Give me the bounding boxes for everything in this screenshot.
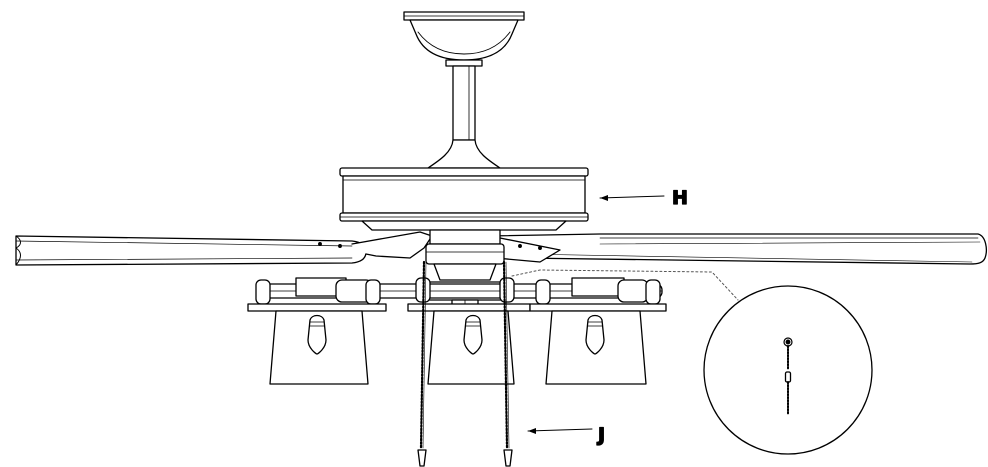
callout-h-label: H xyxy=(672,187,688,209)
callout-h: H xyxy=(599,186,689,210)
left-blade xyxy=(15,231,433,266)
pull-chain-right[interactable] xyxy=(502,260,513,467)
detail-leader-line xyxy=(511,269,739,301)
chain-connector-detail xyxy=(703,285,873,455)
downrod xyxy=(427,65,501,169)
light-fixture-right xyxy=(529,303,667,385)
right-blade xyxy=(481,233,987,265)
light-fixture-center xyxy=(407,303,531,385)
light-fixture-left xyxy=(247,303,387,385)
callout-j: J xyxy=(527,423,606,447)
pull-chain-left[interactable] xyxy=(417,260,427,467)
motor-housing xyxy=(339,167,589,231)
canopy xyxy=(403,11,525,67)
light-kit-arms xyxy=(255,277,663,305)
callout-j-label: J xyxy=(596,424,605,446)
